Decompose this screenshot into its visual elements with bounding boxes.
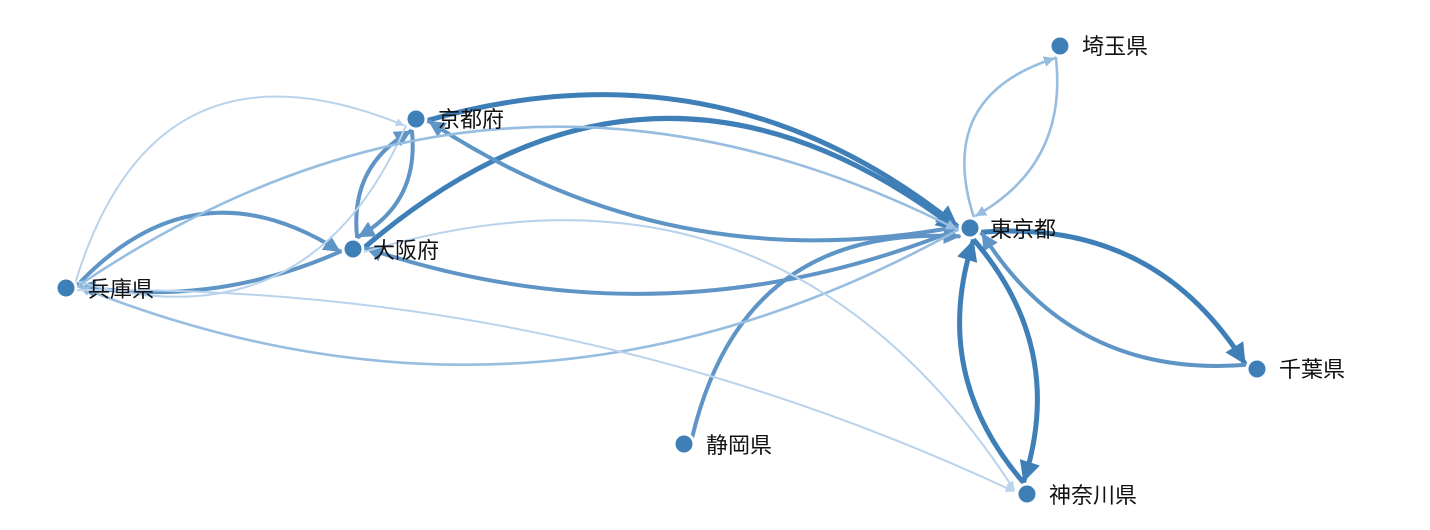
node-saitama[interactable]: 埼玉県: [1048, 34, 1148, 60]
node-dot-saitama[interactable]: [1048, 34, 1072, 58]
edge-hyogo-to-osaka: [73, 210, 342, 289]
node-label-kyoto: 京都府: [438, 108, 504, 133]
node-osaka[interactable]: 大阪府: [341, 237, 439, 264]
edges-layer: [73, 53, 1250, 493]
edge-osaka-to-tokyo: [360, 115, 959, 252]
edge-hyogo-to-kyoto: [74, 95, 405, 285]
node-label-kanagawa: 神奈川県: [1049, 484, 1137, 509]
node-dot-tokyo[interactable]: [958, 216, 982, 240]
edge-osaka-to-kanagawa: [361, 219, 1015, 491]
edge-chiba-to-tokyo: [980, 232, 1250, 368]
edge-tokyo-to-chiba: [976, 228, 1247, 366]
edge-saitama-to-tokyo: [974, 53, 1059, 217]
edge-shizuoka-to-tokyo: [690, 227, 961, 440]
node-label-shizuoka: 静岡県: [706, 434, 772, 459]
node-label-saitama: 埼玉県: [1082, 35, 1148, 60]
edge-tokyo-to-kanagawa: [969, 235, 1040, 483]
node-label-chiba: 千葉県: [1279, 358, 1345, 383]
node-label-osaka: 大阪府: [373, 239, 439, 264]
node-label-tokyo: 東京都: [990, 218, 1056, 243]
edge-tokyo-to-hyogo: [78, 227, 962, 366]
edge-hyogo-to-tokyo: [74, 125, 958, 289]
node-dot-shizuoka[interactable]: [672, 432, 696, 456]
edge-tokyo-to-osaka: [365, 226, 962, 296]
node-label-hyogo: 兵庫県: [88, 278, 154, 303]
node-chiba[interactable]: 千葉県: [1245, 357, 1345, 383]
edge-hyogo-to-kanagawa: [74, 288, 1015, 493]
node-dot-kanagawa[interactable]: [1015, 482, 1039, 506]
edge-kyoto-to-hyogo: [77, 122, 408, 298]
edge-kanagawa-to-tokyo: [957, 239, 1028, 487]
node-tokyo[interactable]: 東京都: [958, 216, 1056, 243]
node-dot-chiba[interactable]: [1245, 357, 1269, 381]
node-shizuoka[interactable]: 静岡県: [672, 432, 772, 459]
edge-kyoto-to-osaka: [357, 126, 415, 239]
edge-osaka-to-kyoto: [354, 129, 412, 242]
node-kanagawa[interactable]: 神奈川県: [1015, 482, 1137, 509]
node-kyoto[interactable]: 京都府: [404, 107, 504, 133]
edge-kyoto-to-tokyo: [423, 92, 959, 228]
node-hyogo[interactable]: 兵庫県: [54, 276, 154, 303]
edge-tokyo-to-kyoto: [427, 119, 963, 243]
node-dot-osaka[interactable]: [341, 237, 365, 261]
node-dot-kyoto[interactable]: [404, 107, 428, 131]
edge-tokyo-to-saitama: [963, 56, 1056, 221]
node-dot-hyogo[interactable]: [54, 276, 78, 300]
